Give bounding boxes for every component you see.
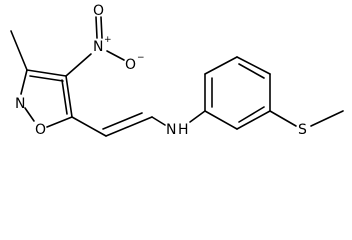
amine-n-label: N (166, 122, 176, 138)
bond-c4-c5 (65, 75, 73, 118)
nitro-n-label: N (93, 39, 103, 55)
bond-o-n (24, 107, 35, 122)
vinyl-linker (71, 112, 166, 137)
amine-h-label: H (178, 122, 189, 138)
benzene-bond-3 (236, 56, 271, 75)
bond-s-methyl (310, 110, 344, 127)
benzene-bond-5 (236, 110, 271, 130)
chemical-structure: N + O O − N O N H S (10, 3, 344, 138)
bond-vinyl-double-2 (102, 112, 143, 130)
benzene-double-3 (238, 106, 265, 123)
bond-nitro-o-side (106, 50, 125, 61)
bond-n-c3 (20, 69, 28, 95)
nitro-o-side-label: O (125, 57, 136, 73)
benzene-bond-2 (204, 56, 238, 75)
nitro-n-charge: + (104, 35, 112, 45)
bond-vinyl-nh (151, 116, 166, 126)
benzene-bond-6 (204, 110, 238, 130)
sulfur-label: S (298, 122, 307, 138)
ring-o-label: O (35, 122, 46, 138)
ring-n-label: N (15, 96, 25, 112)
bond-c4-nitro (65, 53, 92, 77)
nitro-o-charge: − (137, 53, 145, 63)
bond-ring-s (269, 110, 297, 127)
benzene-double-2 (238, 63, 265, 79)
bond-c5-o (46, 116, 73, 128)
isoxazole-ring (20, 69, 73, 128)
bond-nitro-o-top-double (100, 16, 103, 39)
bond-c4-c5-double (61, 79, 68, 115)
benzene-ring (204, 56, 271, 130)
bond-vinyl-double (105, 116, 153, 137)
nitro-o-top-label: O (93, 3, 104, 19)
bond-nitro-o-top (95, 16, 98, 39)
methyl-bond (10, 30, 28, 71)
nitro-group: N + O O − (65, 3, 145, 77)
bond-c3-c4 (26, 69, 67, 77)
bond-c5-vinyl (71, 116, 107, 137)
bond-nh-ring (189, 110, 206, 123)
bond-c3-c4-double (29, 75, 64, 82)
